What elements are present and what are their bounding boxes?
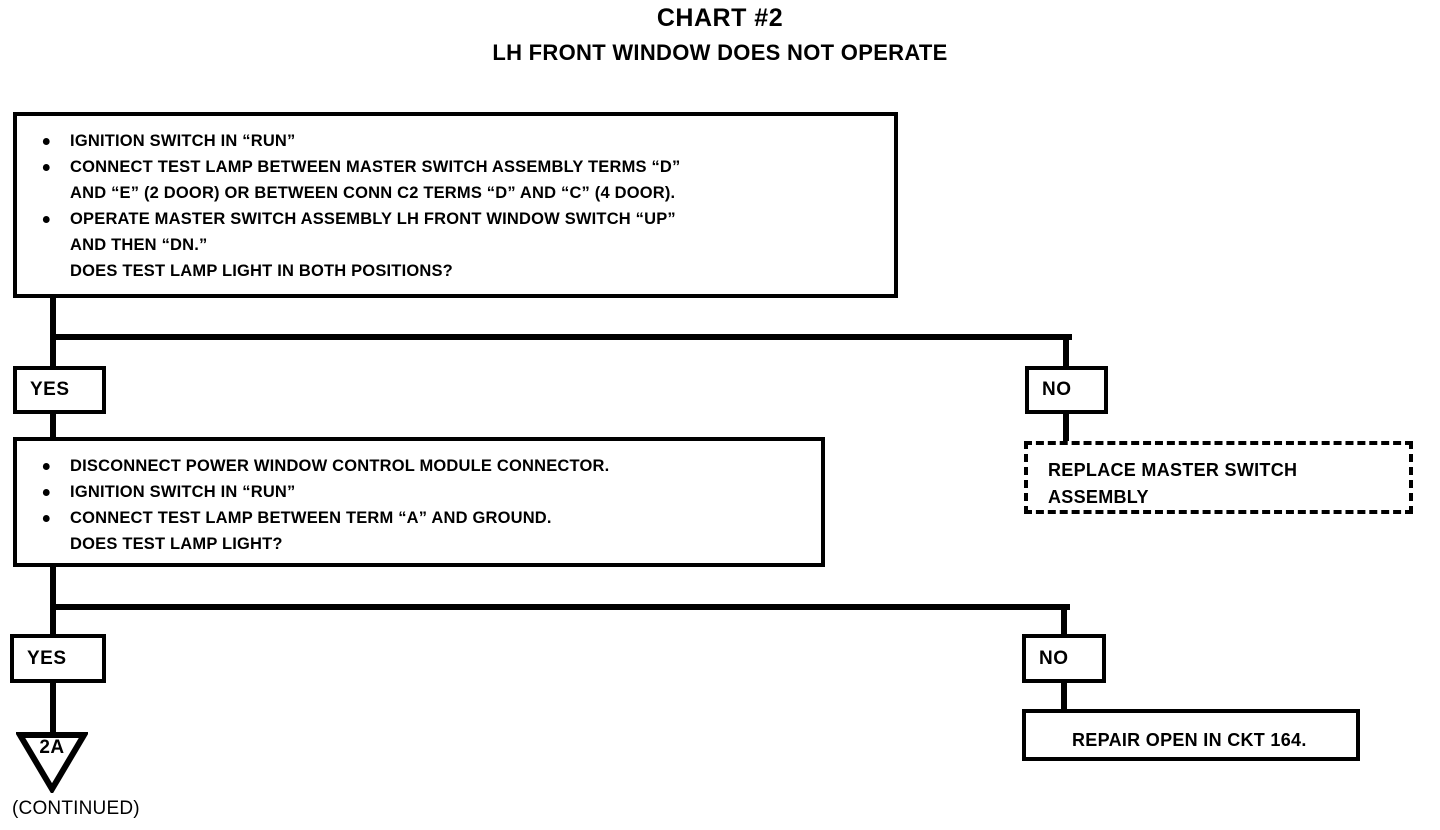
step1-instruction-list: IGNITION SWITCH IN “RUN” CONNECT TEST LA… [39,128,886,284]
step2-decision-box: DISCONNECT POWER WINDOW CONTROL MODULE C… [13,437,825,567]
step2-line-1: DISCONNECT POWER WINDOW CONTROL MODULE C… [39,453,790,479]
connector-step1-yes-drop [50,334,56,368]
step1-decision-box: IGNITION SWITCH IN “RUN” CONNECT TEST LA… [13,112,898,298]
step1-line-4: OPERATE MASTER SWITCH ASSEMBLY LH FRONT … [39,206,861,232]
connector-step1-stem [50,297,56,341]
continued-note: (CONTINUED) [12,798,140,819]
continuation-marker-label: 2A [39,737,65,758]
step1-yes-box: YES [13,366,106,414]
chart-subtitle: LH FRONT WINDOW DOES NOT OPERATE [492,40,948,65]
connector-step2-yes-drop [50,604,56,636]
step2-line-4: DOES TEST LAMP LIGHT? [70,534,283,553]
step1-no-label: NO [1042,379,1072,400]
step1-line-1: IGNITION SWITCH IN “RUN” [39,128,861,154]
replace-master-switch-action-text: REPLACE MASTER SWITCH ASSEMBLY [1048,460,1298,507]
step2-yes-label: YES [27,647,67,669]
replace-master-switch-action-box: REPLACE MASTER SWITCH ASSEMBLY [1024,441,1413,514]
step2-no-label: NO [1039,647,1069,669]
repair-open-action-text: REPAIR OPEN IN CKT 164. [1072,730,1307,750]
step1-line-3: AND “E” (2 DOOR) OR BETWEEN CONN C2 TERM… [70,183,676,202]
connector-step2-stem [50,566,56,610]
chart-title: CHART #2 [656,4,784,32]
step1-no-box: NO [1025,366,1108,414]
step2-yes-box: YES [10,634,106,683]
continuation-marker-triangle: 2A [16,731,88,793]
step2-line-3: CONNECT TEST LAMP BETWEEN TERM “A” AND G… [39,505,790,531]
connector-step2-branch [50,604,1070,610]
step2-instruction-list: DISCONNECT POWER WINDOW CONTROL MODULE C… [39,453,813,557]
connector-step1-no-drop [1063,334,1069,368]
step1-yes-label: YES [30,379,70,400]
step1-line-2: CONNECT TEST LAMP BETWEEN MASTER SWITCH … [39,154,861,180]
connector-step2-no-drop [1061,604,1067,636]
step2-line-2: IGNITION SWITCH IN “RUN” [39,479,790,505]
connector-step1-yes-to-step2 [50,412,56,440]
step1-line-6: DOES TEST LAMP LIGHT IN BOTH POSITIONS? [70,261,453,280]
connector-step2-no-to-action [1061,681,1067,711]
connector-step1-no-to-action [1063,412,1069,444]
connector-step2-yes-to-marker [50,681,56,737]
connector-step1-branch [50,334,1072,340]
step1-line-5: AND THEN “DN.” [70,235,208,254]
step2-no-box: NO [1022,634,1106,683]
repair-open-action-box: REPAIR OPEN IN CKT 164. [1022,709,1360,761]
